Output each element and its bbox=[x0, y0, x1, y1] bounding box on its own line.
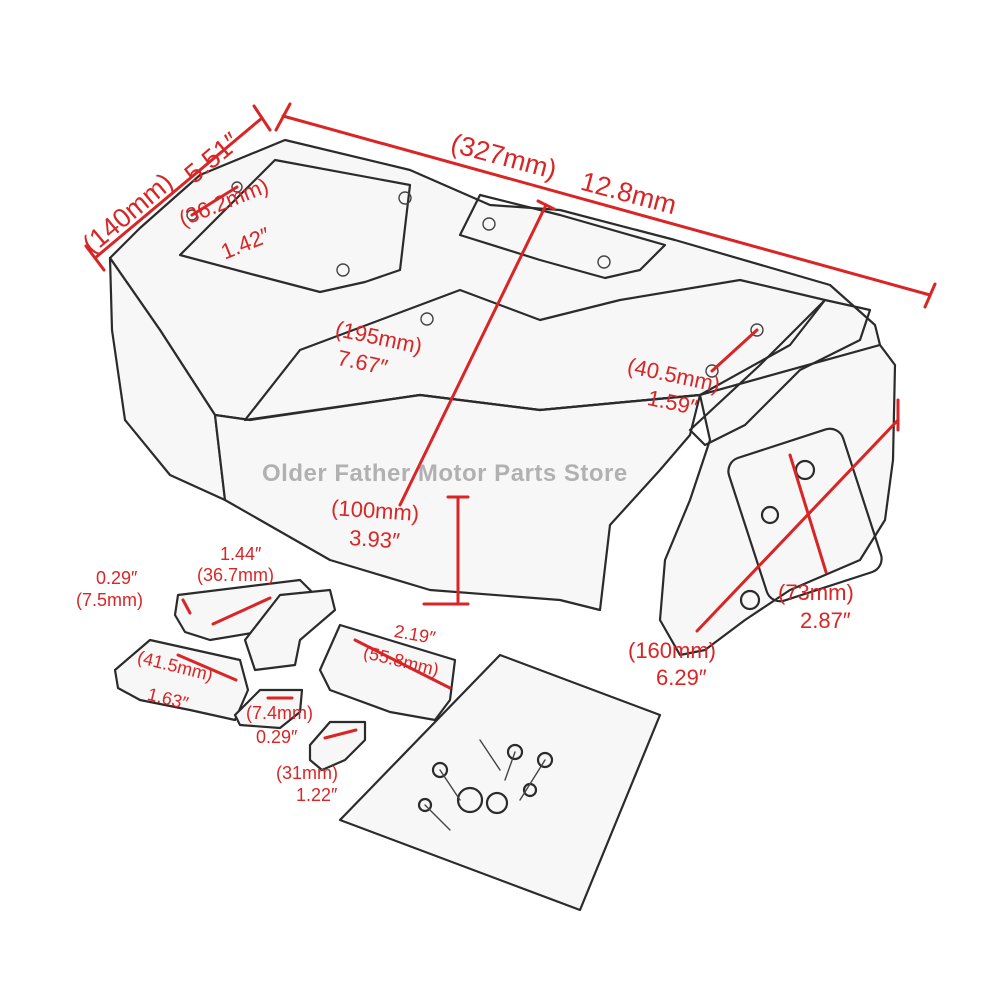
lid-screw bbox=[231, 181, 243, 193]
height-mm-label: (100mm) bbox=[330, 495, 420, 527]
toolbox-left-end bbox=[108, 256, 227, 502]
knob-part bbox=[308, 720, 367, 772]
toolbox-handle bbox=[688, 298, 872, 447]
bracket-d-mm-label: (7.4mm) bbox=[246, 703, 313, 723]
lid-depth-tick bbox=[536, 199, 556, 211]
width-tick-left bbox=[84, 244, 106, 272]
hole-spacing-right-line bbox=[710, 328, 759, 373]
bracket-b-width-line bbox=[176, 653, 238, 682]
knob-in-label: 1.22″ bbox=[296, 785, 338, 805]
width-dimension-line bbox=[93, 116, 264, 260]
bag-screw-shafts bbox=[424, 739, 546, 831]
lid-panel-right bbox=[243, 278, 827, 422]
end-height-mm-label: (73mm) bbox=[778, 580, 854, 605]
bag-washer bbox=[456, 786, 484, 814]
end-width-line bbox=[695, 418, 900, 633]
bracket-c bbox=[318, 623, 457, 722]
width-tick-right bbox=[252, 104, 272, 132]
toolbox-right-end bbox=[658, 343, 897, 657]
knob-width-line bbox=[323, 728, 358, 740]
length-tick-right bbox=[923, 282, 937, 309]
latch-bolt-lower bbox=[739, 589, 761, 611]
lid-panel-middle bbox=[458, 193, 667, 280]
store-watermark: Older Father Motor Parts Store bbox=[262, 460, 628, 487]
latch-bolt-middle bbox=[760, 505, 780, 525]
lid-screw bbox=[750, 323, 764, 337]
length-dimension-line bbox=[281, 114, 932, 297]
bracket-a-mm-label: (36.7mm) bbox=[197, 565, 275, 585]
bracket-a-width-line bbox=[211, 596, 272, 626]
lid-screw bbox=[597, 255, 611, 269]
length-tick-left bbox=[274, 102, 292, 132]
dimension-lines bbox=[84, 102, 937, 740]
screw-bag-outline bbox=[338, 653, 662, 912]
knob-mm-label: (31mm) bbox=[276, 763, 338, 783]
bracket-a-in-label: 1.44″ bbox=[220, 544, 262, 564]
lid-screw bbox=[398, 191, 412, 205]
lid-depth-line bbox=[398, 203, 548, 507]
bag-screw bbox=[506, 743, 524, 761]
end-width-in-label: 6.29″ bbox=[656, 665, 707, 690]
bag-screw bbox=[431, 761, 449, 779]
lid-screw bbox=[482, 217, 496, 231]
bracket-d-in-label: 0.29″ bbox=[256, 727, 298, 747]
bracket-a-side-line bbox=[181, 598, 192, 615]
bracket-a-side-mm-label: (7.5mm) bbox=[76, 590, 143, 610]
bracket-e bbox=[243, 588, 337, 672]
lid-screw bbox=[705, 364, 719, 378]
bag-screw bbox=[536, 751, 554, 769]
bag-screw bbox=[417, 797, 433, 813]
lid-panel-left bbox=[178, 158, 412, 294]
hole-spacing-top-line bbox=[190, 185, 239, 217]
lid-screw bbox=[420, 312, 434, 326]
height-in-label: 3.93″ bbox=[348, 525, 401, 554]
screw-bag bbox=[338, 653, 662, 912]
end-width-mm-label: (160mm) bbox=[628, 638, 717, 663]
end-height-line bbox=[788, 453, 828, 574]
bracket-a-side-in-label: 0.29″ bbox=[96, 568, 138, 588]
end-height-in-label: 2.87″ bbox=[800, 608, 851, 633]
bag-washer bbox=[485, 791, 509, 815]
lid-screw bbox=[186, 209, 198, 221]
bracket-b bbox=[113, 638, 250, 722]
lid-screw bbox=[336, 263, 350, 277]
bracket-c-width-line bbox=[353, 638, 452, 690]
end-latch-panel bbox=[727, 427, 883, 603]
bracket-parts bbox=[113, 578, 457, 772]
